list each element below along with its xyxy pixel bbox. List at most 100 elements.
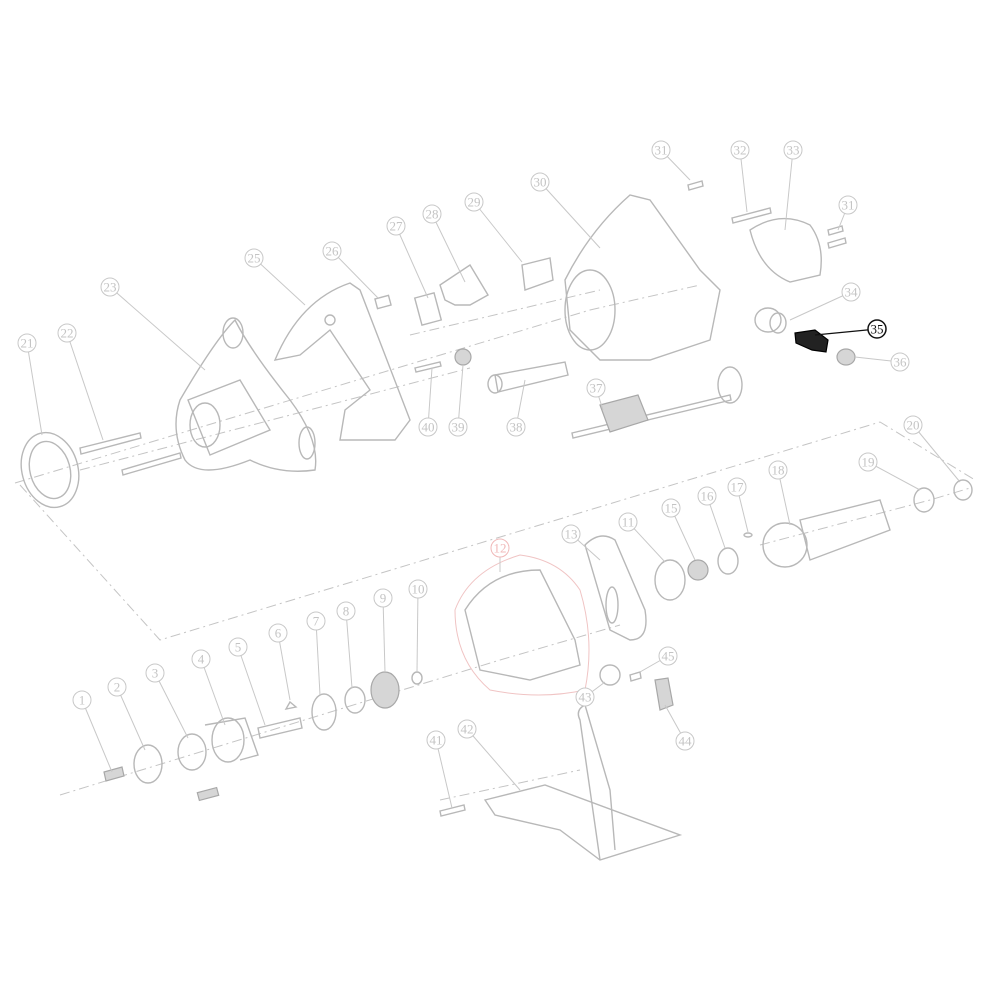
callout-circle xyxy=(530,172,550,192)
part-brush-35 xyxy=(794,329,829,353)
callout-number: 38 xyxy=(510,420,523,435)
callout-16: 16 xyxy=(697,486,717,506)
callout-number: 6 xyxy=(275,626,282,641)
callout-circle xyxy=(336,601,356,621)
part-ring-10 xyxy=(411,671,423,685)
callout-circle xyxy=(506,417,526,437)
leader-line xyxy=(116,686,146,751)
callout-number: 31 xyxy=(655,143,668,158)
callout-1: 1 xyxy=(72,690,92,710)
part-ring-21 xyxy=(20,431,80,509)
part-spring-39 xyxy=(454,348,472,366)
part-bushing-34 xyxy=(754,307,782,333)
callout-circle xyxy=(730,140,750,160)
callout-33: 33 xyxy=(783,140,803,160)
leader-line xyxy=(395,225,429,299)
part-screw-40 xyxy=(414,361,442,373)
callout-39: 39 xyxy=(448,417,468,437)
part-spindle-5 xyxy=(257,717,303,739)
callout-number: 1 xyxy=(79,693,86,708)
callout-21: 21 xyxy=(17,333,37,353)
part-key-17 xyxy=(743,532,753,538)
part-key-6 xyxy=(284,700,298,710)
part-tube-38 xyxy=(494,361,569,393)
callout-number: 10 xyxy=(412,582,425,597)
part-housing-30 xyxy=(564,194,721,361)
leader-line xyxy=(466,728,521,791)
callout-circle xyxy=(191,649,211,669)
callout-number: 26 xyxy=(326,244,340,259)
callout-circle xyxy=(145,663,165,683)
leader-line xyxy=(539,181,601,249)
leader-line xyxy=(867,461,921,491)
callout-circle xyxy=(448,417,468,437)
part-bearing-housing-4 xyxy=(211,717,245,763)
part-screw-22 xyxy=(79,432,142,455)
part-bearing-16 xyxy=(717,547,739,575)
assembly-axes xyxy=(14,284,976,801)
leader-line xyxy=(154,672,189,739)
part-needle-bearing-15 xyxy=(687,559,709,581)
callout-6: 6 xyxy=(268,623,288,643)
leader-line xyxy=(457,364,464,428)
callout-25: 25 xyxy=(244,248,264,268)
part-sleeve-26 xyxy=(374,294,392,310)
callout-18: 18 xyxy=(768,460,788,480)
callout-circle xyxy=(658,646,678,666)
callout-circle xyxy=(17,333,37,353)
leader-line xyxy=(670,507,696,561)
part-gear-housing-12-group xyxy=(454,554,590,696)
part-pin-32 xyxy=(731,207,772,224)
callout-circle xyxy=(768,460,788,480)
callout-circle xyxy=(418,417,438,437)
part-plate-27 xyxy=(413,292,443,326)
leader-line xyxy=(253,257,306,306)
callout-8: 8 xyxy=(336,601,356,621)
leader-line xyxy=(345,610,353,689)
callout-38: 38 xyxy=(506,417,526,437)
callout-15: 15 xyxy=(661,498,681,518)
callout-7: 7 xyxy=(306,611,326,631)
part-armature-18 xyxy=(762,522,808,568)
callout-number: 28 xyxy=(426,207,439,222)
callout-40: 40 xyxy=(418,417,438,437)
callout-circle xyxy=(561,524,581,544)
leader-line xyxy=(739,149,748,213)
callout-circle xyxy=(426,730,446,750)
callout-circle xyxy=(783,140,803,160)
callout-number: 9 xyxy=(380,591,387,606)
callout-number: 34 xyxy=(845,285,859,300)
callout-number: 18 xyxy=(772,463,785,478)
callout-number: 35 xyxy=(871,322,884,337)
part-cover-33 xyxy=(749,217,822,283)
callout-circle xyxy=(57,323,77,343)
callout-44: 44 xyxy=(675,731,695,751)
callout-number: 41 xyxy=(430,733,443,748)
callout-12: 12 xyxy=(490,538,510,558)
callout-number: 30 xyxy=(534,175,547,190)
part-nut-36 xyxy=(836,348,856,366)
leader-line xyxy=(315,620,321,696)
callout-circle xyxy=(867,319,887,339)
callout-number: 11 xyxy=(622,515,635,530)
part-gear-9 xyxy=(370,671,400,709)
callout-circle xyxy=(890,352,910,372)
callout-30: 30 xyxy=(530,172,550,192)
callout-19: 19 xyxy=(858,452,878,472)
part-stator-23 xyxy=(175,318,317,472)
part-pin-41 xyxy=(439,804,466,817)
part-flange-3 xyxy=(177,733,207,771)
callout-number: 20 xyxy=(907,418,920,433)
leader-line xyxy=(789,291,852,321)
leader-line xyxy=(427,367,433,428)
parts xyxy=(20,180,973,861)
callout-circle xyxy=(618,512,638,532)
callout-circle xyxy=(100,277,120,297)
part-handle-25 xyxy=(273,282,411,441)
callout-number: 8 xyxy=(343,604,350,619)
callout-27: 27 xyxy=(386,216,406,236)
callout-number: 17 xyxy=(731,480,745,495)
callout-circle xyxy=(373,588,393,608)
